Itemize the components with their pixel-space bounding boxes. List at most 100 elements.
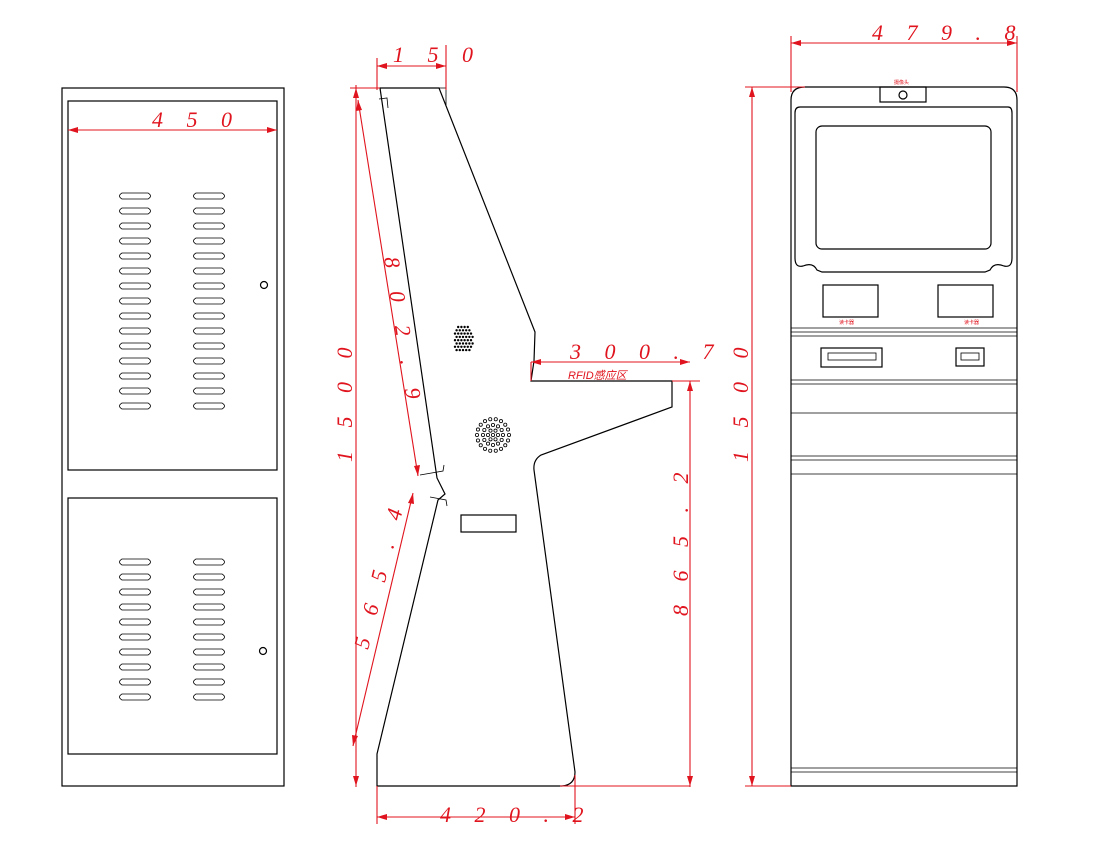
- upper-panel-bottom-marker: [419, 464, 445, 476]
- lower-vent-slots: [119, 558, 225, 701]
- vent-slot: [193, 252, 225, 260]
- speaker-hole: [488, 437, 493, 442]
- speaker-hole: [490, 432, 495, 437]
- speaker-hole: [498, 419, 503, 424]
- side-slot-panel: [460, 514, 517, 533]
- vent-slot: [119, 678, 151, 686]
- upper-panel-top-marker: [378, 97, 389, 109]
- usb-port: [955, 347, 985, 367]
- speaker-hole: [475, 427, 480, 432]
- grille-dot: [471, 342, 474, 345]
- grille-dot: [463, 345, 466, 348]
- speaker-hole: [498, 446, 503, 451]
- rfid-zone-label: RFID感应区: [568, 369, 629, 382]
- front-height-dimension: 1 5 0 0: [728, 86, 805, 787]
- speaker-hole: [495, 441, 500, 446]
- vent-slot: [193, 312, 225, 320]
- grille-dot: [465, 335, 468, 339]
- vent-slot: [119, 327, 151, 335]
- side-height-label: 1 5 0 0: [332, 339, 357, 463]
- grille-dot: [458, 335, 461, 339]
- front-cabinet-outline: [790, 86, 1018, 787]
- speaker-hole: [500, 432, 505, 437]
- speaker-hole: [488, 448, 493, 453]
- vent-slot: [119, 222, 151, 230]
- grille-dot: [458, 348, 461, 352]
- front-width-label: 4 7 9 . 8: [872, 20, 1025, 45]
- vent-slot: [193, 222, 225, 230]
- speaker-hole: [490, 442, 495, 447]
- vent-slot: [193, 372, 225, 380]
- grille-dot: [468, 329, 471, 332]
- grille-dot: [466, 345, 469, 348]
- speaker-grille-icon: [453, 325, 474, 352]
- side-height-dimension: 1 5 0 0: [332, 85, 380, 787]
- front-height-label: 1 5 0 0: [728, 339, 753, 463]
- vent-slot: [119, 342, 151, 350]
- back-width-dimension: 4 5 0: [68, 107, 277, 133]
- grille-dot: [466, 332, 469, 335]
- card-reader-right-label: 读卡器: [964, 319, 979, 326]
- speaker-hole: [480, 432, 485, 437]
- vent-slot: [119, 267, 151, 275]
- vent-slot: [119, 603, 151, 611]
- speaker-hole: [482, 419, 487, 424]
- grille-dot: [468, 335, 471, 339]
- back-width-label: 4 5 0: [152, 107, 241, 132]
- lower-panel-label: 5 6 5 . 4: [349, 497, 410, 651]
- vent-slot: [119, 402, 151, 410]
- grille-dot: [468, 342, 471, 345]
- speaker-hole: [485, 441, 490, 446]
- speaker-hole: [485, 432, 490, 437]
- grille-dot: [465, 329, 468, 332]
- grille-dot: [453, 339, 457, 342]
- front-view: 摄像头 读卡器 读卡器 4 7 9 . 8: [728, 20, 1025, 787]
- back-view: 4 5 0: [61, 87, 285, 787]
- grille-dot: [453, 332, 457, 335]
- vent-slot: [193, 282, 225, 290]
- vent-slot: [193, 237, 225, 245]
- vent-slot: [119, 252, 151, 260]
- grille-dot: [457, 332, 460, 335]
- vent-slot: [119, 648, 151, 656]
- top-depth-dimension: 1 5 0: [376, 42, 473, 90]
- grille-dot: [455, 335, 458, 339]
- speaker-hole: [499, 437, 504, 442]
- grille-dot: [461, 342, 465, 345]
- vent-slot: [119, 192, 151, 200]
- vent-slot: [193, 297, 225, 305]
- front-width-dimension: 4 7 9 . 8: [790, 20, 1025, 92]
- card-reader-left-label: 读卡器: [839, 319, 854, 326]
- grille-dot: [457, 325, 460, 329]
- grille-dot: [460, 339, 463, 342]
- grille-dot: [458, 342, 461, 345]
- grille-dot: [453, 345, 457, 348]
- shelf-height-label: 8 6 5 . 2: [668, 464, 693, 617]
- card-reader-right: [937, 284, 994, 318]
- grille-dot: [471, 335, 474, 339]
- back-cabinet-outline: [61, 87, 285, 787]
- speaker-hole: [495, 424, 500, 429]
- grille-dot: [468, 348, 471, 352]
- speaker-hole: [503, 443, 508, 448]
- vent-slot: [193, 588, 225, 596]
- round-speaker-icon: [474, 417, 511, 453]
- vent-slot: [193, 192, 225, 200]
- grille-dot: [457, 345, 460, 348]
- speaker-hole: [488, 428, 493, 433]
- vent-slot: [119, 207, 151, 215]
- speaker-hole: [482, 437, 487, 442]
- side-view: 1 5 0 1 5 0 0 8 0 2 . 9 5 6 5 . 4: [332, 42, 714, 827]
- speaker-hole: [493, 428, 498, 433]
- lower-door-lock-icon: [258, 646, 268, 656]
- vent-slot: [193, 663, 225, 671]
- card-reader-left: [822, 284, 879, 318]
- lower-panel-top-marker: [429, 496, 448, 507]
- speaker-hole: [493, 448, 498, 453]
- speaker-hole: [475, 438, 480, 443]
- grille-dot: [460, 332, 463, 335]
- vent-slot: [193, 387, 225, 395]
- vent-slot: [119, 573, 151, 581]
- lower-back-door: [67, 497, 278, 755]
